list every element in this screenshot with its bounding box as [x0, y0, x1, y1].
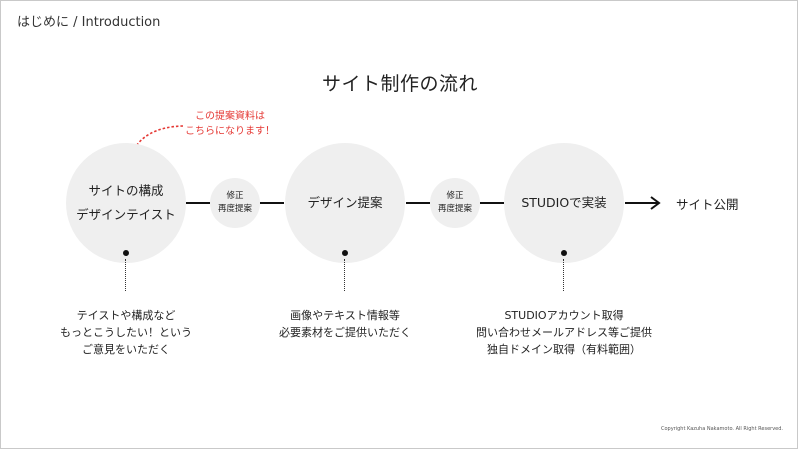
step-2-description: 画像やテキスト情報等 必要素材をご提供いただく	[265, 307, 425, 341]
step-3-desc-line-3: 独自ドメイン取得（有料範囲）	[487, 343, 641, 356]
step-circle-2: デザイン提案	[285, 143, 405, 263]
final-step-label: サイト公開	[676, 197, 739, 212]
annotation-line-1: この提案資料は	[195, 111, 265, 122]
annotation-note: この提案資料は こちらになります！	[185, 109, 275, 139]
revision-1-line-1: 修正	[226, 191, 244, 201]
timeline-dot	[342, 250, 348, 256]
revision-circle-2: 修正 再度提案	[430, 178, 480, 228]
step-2-desc-line-1: 画像やテキスト情報等	[290, 309, 400, 322]
timeline-dot	[123, 250, 129, 256]
flow-connector	[480, 202, 504, 204]
revision-1-line-2: 再度提案	[217, 204, 252, 214]
flow-connector	[260, 202, 284, 204]
step-circle-1: サイトの構成 デザインテイスト	[66, 143, 186, 263]
revision-2-line-2: 再度提案	[437, 204, 472, 214]
step-3-line-1: STUDIOで実装	[521, 195, 607, 210]
step-circle-3: STUDIOで実装	[504, 143, 624, 263]
arrow-right-icon	[625, 196, 661, 210]
step-1-line-1: サイトの構成	[88, 183, 164, 198]
step-1-desc-line-1: テイストや構成など	[76, 309, 176, 322]
dotted-line	[563, 259, 564, 291]
dotted-line	[125, 259, 126, 291]
step-1-line-2: デザインテイスト	[76, 207, 176, 222]
step-1-desc-line-3: ご意見をいただく	[82, 343, 170, 356]
step-3-desc-line-2: 問い合わせメールアドレス等ご提供	[476, 326, 652, 339]
step-3-description: STUDIOアカウント取得 問い合わせメールアドレス等ご提供 独自ドメイン取得（…	[474, 307, 654, 358]
flow-connector	[186, 202, 210, 204]
copyright: Copyright Kazuha Nakamoto. All Right Res…	[660, 426, 783, 432]
slide-title: サイト制作の流れ	[321, 73, 478, 95]
breadcrumb: はじめに / Introduction	[17, 15, 161, 30]
step-2-desc-line-2: 必要素材をご提供いただく	[279, 326, 411, 339]
timeline-dot	[561, 250, 567, 256]
step-2-line-1: デザイン提案	[307, 195, 383, 210]
revision-2-line-1: 修正	[446, 191, 464, 201]
annotation-line-2: こちらになります！	[185, 126, 275, 137]
step-1-desc-line-2: もっとこうしたい！という	[60, 326, 192, 339]
step-1-description: テイストや構成など もっとこうしたい！という ご意見をいただく	[46, 307, 206, 358]
step-3-desc-line-1: STUDIOアカウント取得	[504, 309, 624, 322]
dotted-line	[344, 259, 345, 291]
flow-connector	[406, 202, 430, 204]
revision-circle-1: 修正 再度提案	[210, 178, 260, 228]
